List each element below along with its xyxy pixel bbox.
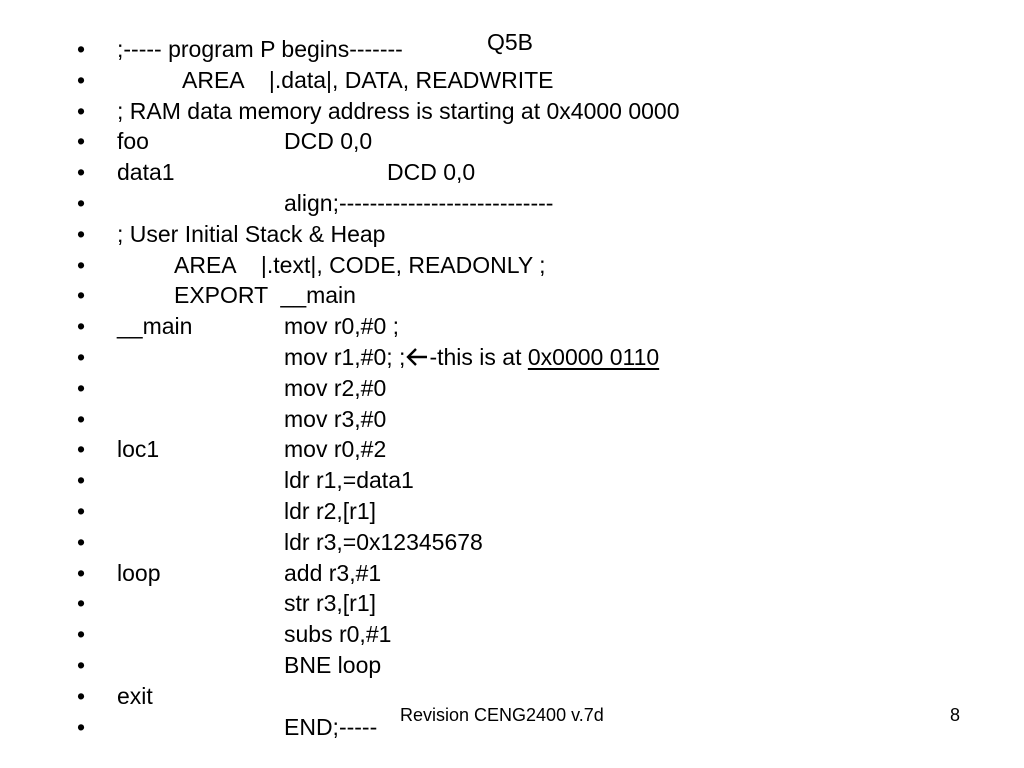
list-item: • ; User Initial Stack & Heap [0,219,1024,250]
bullet-icon: • [76,251,86,278]
bullet-icon: • [76,374,86,401]
list-item: • ;----- program P begins------- [0,34,1024,65]
bullet-icon: • [76,97,86,124]
list-item: • AREA |.text|, CODE, READONLY ; [0,250,1024,281]
bullet-icon: • [76,713,86,740]
list-item: • foo DCD 0,0 [0,126,1024,157]
code-directive: EXPORT __main [174,282,356,309]
bullet-icon: • [76,621,86,648]
bullet-icon: • [76,343,86,370]
list-item: • data1 DCD 0,0 [0,157,1024,188]
instruction-prefix: mov r1,#0; ; [284,343,406,370]
memory-address: 0x0000 0110 [527,343,660,370]
list-item: • AREA |.data|, DATA, READWRITE [0,65,1024,96]
code-label: loc1 [117,436,160,463]
bullet-icon: • [76,436,86,463]
bullet-icon: • [76,282,86,309]
instruction-note: -this is at [429,343,528,370]
bullet-icon: • [76,128,86,155]
bullet-icon: • [76,405,86,432]
list-item: • subs r0,#1 [0,619,1024,650]
bullet-icon: • [76,66,86,93]
code-instruction: mov r0,#2 [284,436,387,463]
bullet-icon: • [76,159,86,186]
code-instruction-annotated: mov r1,#0; ; -this is at 0x0000 0110 [284,342,659,373]
code-instruction: ldr r3,=0x12345678 [284,528,483,555]
code-directive: AREA |.text|, CODE, READONLY ; [174,251,546,278]
bullet-icon: • [76,497,86,524]
list-item: • END;----- [0,712,1024,743]
bullet-icon: • [76,36,86,62]
bullet-icon: • [76,559,86,586]
bullet-icon: • [76,682,86,709]
list-item: • ldr r2,[r1] [0,496,1024,527]
code-instruction: subs r0,#1 [284,621,392,648]
code-directive: AREA |.data|, DATA, READWRITE [182,66,554,93]
list-item: • EXPORT __main [0,280,1024,311]
left-arrow-icon [406,348,428,366]
code-instruction: END;----- [284,713,378,740]
code-instruction: DCD 0,0 [284,128,373,155]
code-comment: ; RAM data memory address is starting at… [117,97,680,124]
bullet-icon: • [76,313,86,340]
bullet-icon: • [76,651,86,678]
bullet-icon: • [76,590,86,617]
list-item: • BNE loop [0,650,1024,681]
code-label: exit [117,682,153,709]
code-instruction: add r3,#1 [284,559,382,586]
code-instruction: BNE loop [284,651,382,678]
code-instruction: mov r3,#0 [284,405,387,432]
list-item: • mov r2,#0 [0,373,1024,404]
slide-title: Q5B [487,29,534,55]
slide-footer: Revision CENG2400 v.7d [400,705,604,725]
list-item: • ; RAM data memory address is starting … [0,96,1024,127]
code-instruction: mov r2,#0 [284,374,387,401]
code-label: __main [117,313,193,340]
code-comment: ;----- program P begins------- [117,36,403,62]
code-instruction: DCD 0,0 [387,159,476,186]
bullet-icon: • [76,189,86,216]
code-instruction: align;---------------------------- [284,189,554,216]
bullet-icon: • [76,528,86,555]
code-label: loop [117,559,161,586]
code-comment: ; User Initial Stack & Heap [117,220,386,247]
list-item: • mov r3,#0 [0,404,1024,435]
bullet-icon: • [76,467,86,494]
list-item: • ldr r3,=0x12345678 [0,527,1024,558]
list-item: • loop add r3,#1 [0,558,1024,589]
list-item: • loc1 mov r0,#2 [0,434,1024,465]
bullet-icon: • [76,220,86,247]
code-instruction: str r3,[r1] [284,590,377,617]
code-label: foo [117,128,149,155]
code-instruction: ldr r2,[r1] [284,497,377,524]
list-item: • align;---------------------------- [0,188,1024,219]
code-instruction: mov r0,#0 ; [284,313,400,340]
list-item: • ldr r1,=data1 [0,465,1024,496]
code-instruction: ldr r1,=data1 [284,467,414,494]
page-number: 8 [950,705,961,725]
list-item: • str r3,[r1] [0,588,1024,619]
code-label: data1 [117,159,175,186]
list-item: • mov r1,#0; ; -this is at 0x0000 0110 [0,342,1024,373]
list-item: • __main mov r0,#0 ; [0,311,1024,342]
list-item: • exit [0,681,1024,712]
code-listing: • ;----- program P begins------- • AREA … [0,34,1024,742]
